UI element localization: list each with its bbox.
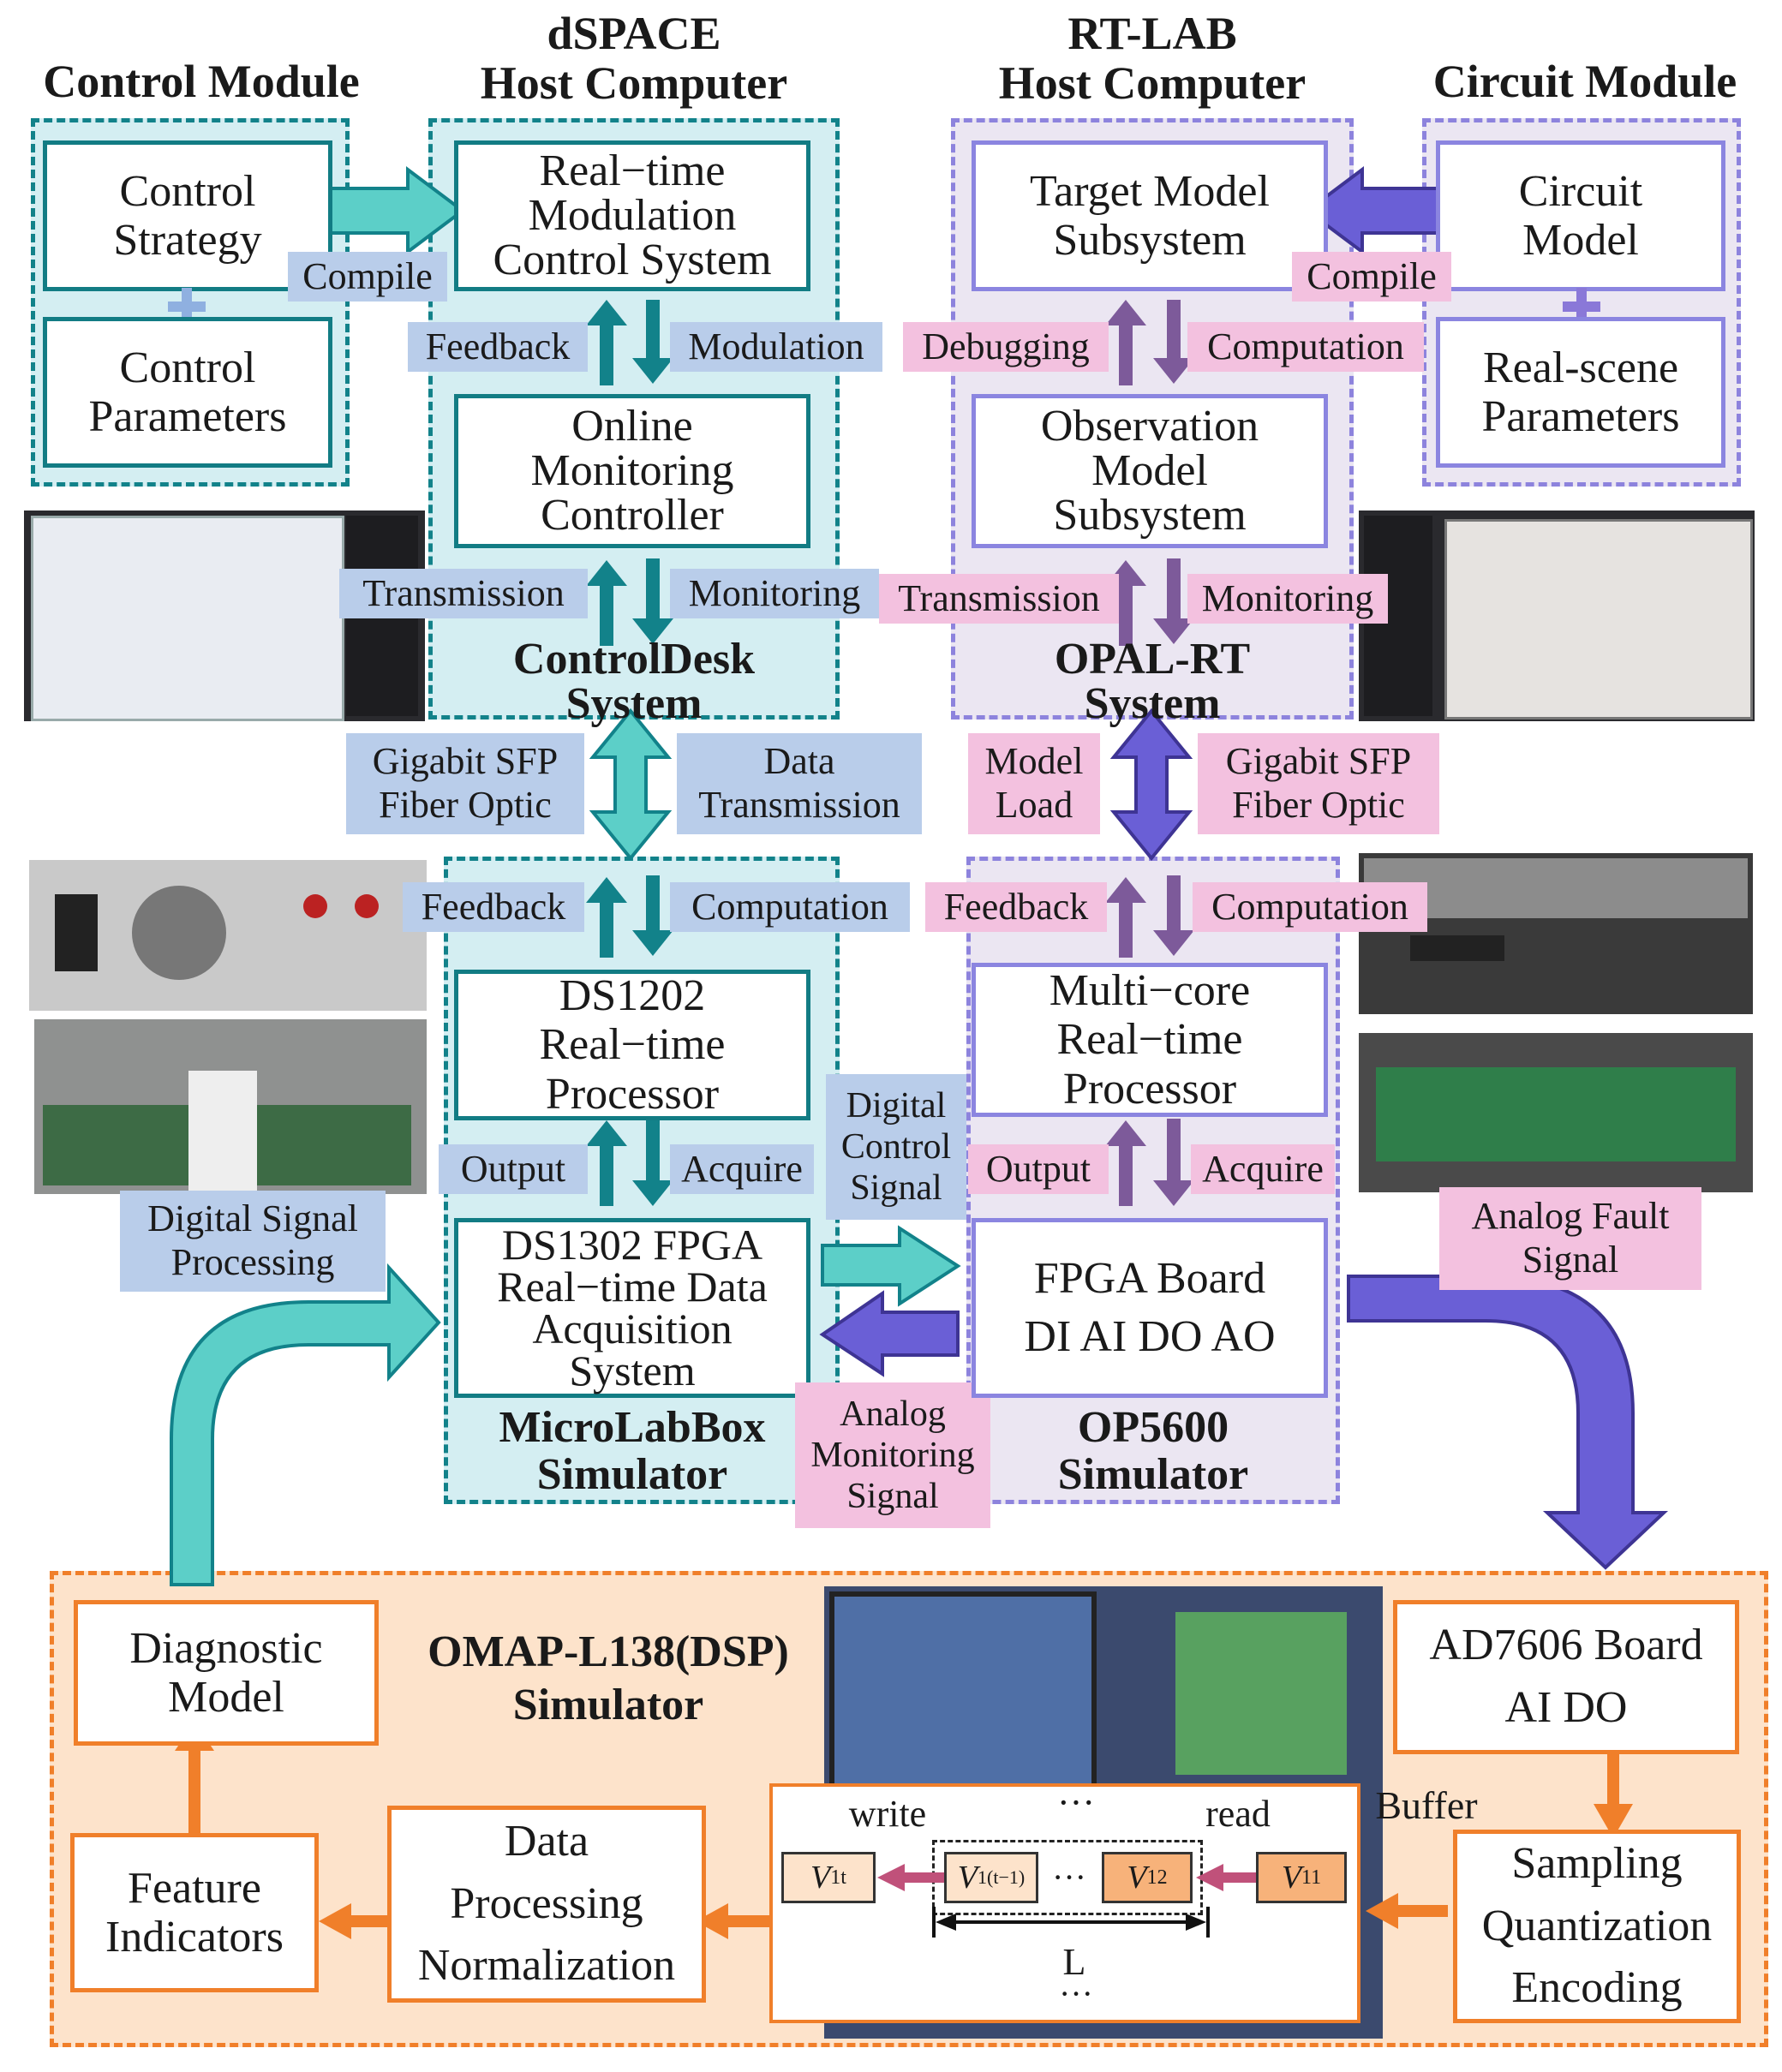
buffer-dots-mid: ··· (1052, 1858, 1086, 1896)
microlabbox-cable-photo (34, 1019, 427, 1194)
analog-monitoring-arrow (819, 1290, 960, 1377)
plus-icon-left (168, 288, 206, 325)
debugging-label: Debugging (903, 322, 1109, 372)
buffer-diagram (769, 1783, 1360, 2023)
compile-arrow-right (1304, 166, 1450, 255)
control-module-header: Control Module (43, 56, 360, 107)
dspace-feedback-arrow (586, 300, 673, 1206)
acquire-label-microlabbox: Acquire (670, 1144, 814, 1194)
acquire-label-op5600: Acquire (1191, 1144, 1335, 1194)
monitoring-label-dspace: Monitoring (670, 569, 879, 618)
buffer-dots-top: ··· (1057, 1781, 1095, 1824)
plus-icon-right (1563, 288, 1600, 325)
omap-simulator-title: OMAP-L138(DSP)Simulator (428, 1627, 789, 1730)
compile-label-right: Compile (1292, 252, 1451, 302)
feedback-label-op5600: Feedback (925, 882, 1107, 932)
output-label-microlabbox: Output (439, 1144, 588, 1194)
computation-label-rtlab: Computation (1187, 322, 1424, 372)
buffer-length-label: L (1062, 1940, 1086, 1983)
buffer-write-label: write (848, 1792, 927, 1835)
modulation-label: Modulation (670, 322, 882, 372)
rtlab-pc-photo (1359, 511, 1755, 721)
microlabbox-front-photo (29, 860, 427, 1011)
monitoring-label-rtlab: Monitoring (1187, 574, 1388, 624)
buffer-read-label: read (1205, 1792, 1271, 1835)
transmission-label-dspace: Transmission (339, 569, 588, 618)
circuit-module-header: Circuit Module (1432, 56, 1737, 107)
op5600-front-photo (1359, 853, 1753, 1014)
buffer-label: Buffer (1375, 1782, 1478, 1827)
buffer-dots-bottom: ··· (1059, 1974, 1093, 2013)
fiber-arrow-left (589, 708, 673, 862)
compile-arrow-left (322, 166, 466, 255)
feedback-label-dspace: Feedback (408, 322, 588, 372)
computation-label-microlabbox: Computation (670, 882, 910, 932)
compile-label-left: Compile (288, 252, 447, 302)
digital-control-arrow (821, 1225, 961, 1307)
op5600-io-photo (1359, 1033, 1753, 1192)
fiber-arrow-right (1109, 708, 1193, 862)
computation-label-op5600: Computation (1193, 882, 1427, 932)
diagnostic-feedback-curve-arrow (170, 1263, 441, 1586)
transmission-label-rtlab: Transmission (879, 574, 1119, 624)
feedback-label-microlabbox: Feedback (403, 882, 584, 932)
output-label-op5600: Output (968, 1144, 1109, 1194)
